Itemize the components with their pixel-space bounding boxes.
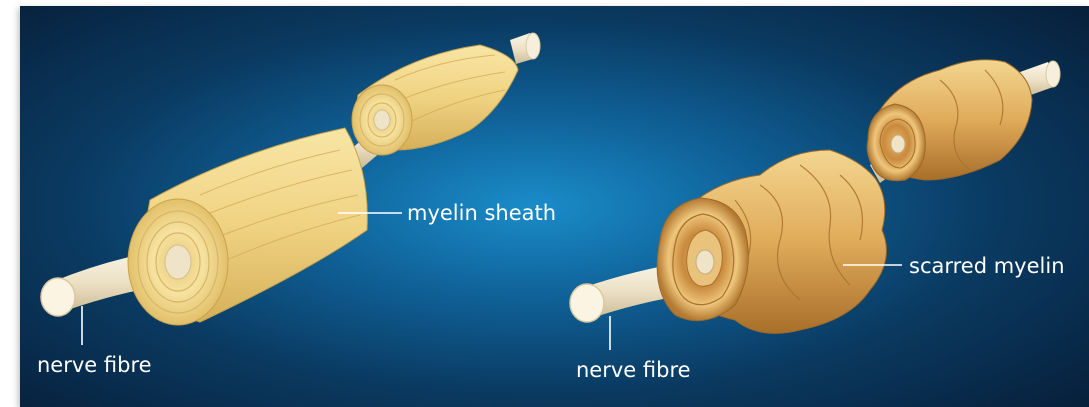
scarred-myelin-label: scarred myelin [909,254,1065,278]
nerve-fibre-left-top-end [526,33,540,59]
myelin-diagram: myelin sheath nerve fibre [20,6,1089,407]
scarred-end-rings-small [867,104,925,181]
nerve-fibre-right-top-end [1046,61,1060,87]
nerve-fibre-right-end [570,284,604,322]
myelin-sheath-label: myelin sheath [407,201,556,225]
diagram-panel: myelin sheath nerve fibre [20,6,1089,407]
myelin-end-rings-large [128,199,228,325]
scarred-end-rings-large [657,198,748,321]
nerve-fibre-right-label: nerve fibre [576,358,691,382]
scarred-axon-group: scarred myelin nerve fibre [570,60,1065,382]
myelin-end-rings-small [352,85,412,155]
nerve-fibre-left-end [41,278,75,316]
nerve-fibre-left-label: nerve fibre [37,353,152,377]
healthy-axon-group: myelin sheath nerve fibre [37,33,556,377]
